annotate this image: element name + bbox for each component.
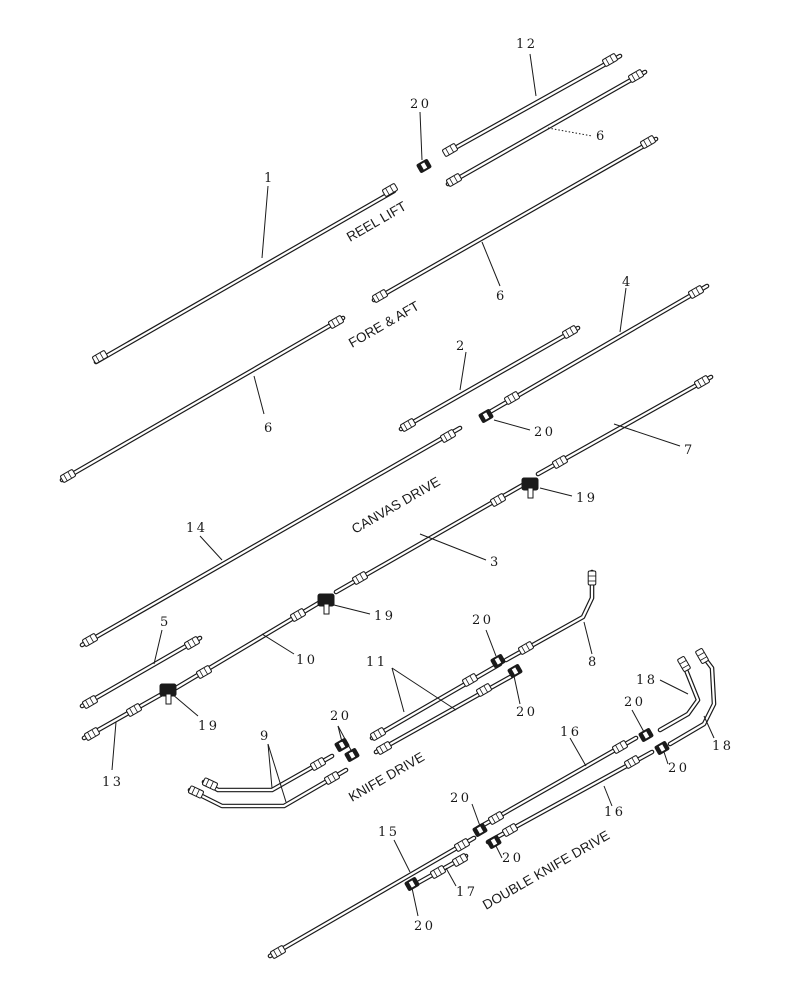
callout-12: 12 xyxy=(516,37,538,52)
tube-9-upper xyxy=(201,753,335,793)
callout-19-10: 19 xyxy=(198,719,220,734)
callout-7: 7 xyxy=(684,443,695,458)
callout-20-15: 20 xyxy=(414,919,436,934)
callout-20-18b: 20 xyxy=(668,761,690,776)
callout-4: 4 xyxy=(622,275,633,290)
callout-3: 3 xyxy=(490,555,501,570)
union-knife-lower xyxy=(344,747,360,763)
union-reel-lift xyxy=(416,158,432,174)
callout-14: 14 xyxy=(186,521,208,536)
callout-20-8a: 20 xyxy=(472,613,494,628)
callout-20-16a: 20 xyxy=(450,791,472,806)
callout-11: 11 xyxy=(366,655,388,670)
label-reel-lift: REEL LIFT xyxy=(344,198,409,244)
tube-8 xyxy=(503,569,595,663)
callout-8: 8 xyxy=(588,655,599,670)
callout-13: 13 xyxy=(102,775,124,790)
group-labels: REEL LIFT FORE & AFT CANVAS DRIVE KNIFE … xyxy=(344,198,612,912)
connectors xyxy=(159,158,670,892)
callout-20-18a: 20 xyxy=(624,695,646,710)
callout-5: 5 xyxy=(160,615,171,630)
union-18-upper xyxy=(638,727,654,743)
callout-2: 2 xyxy=(456,339,467,354)
label-knife-drive: KNIFE DRIVE xyxy=(346,749,427,804)
callout-20-16b: 20 xyxy=(502,851,524,866)
tee-fitting-3 xyxy=(317,593,335,615)
tee-fitting-canvas xyxy=(521,477,539,499)
tube-assemblies xyxy=(59,53,717,959)
callout-20-knife: 20 xyxy=(330,709,352,724)
callout-20-reel: 20 xyxy=(410,97,432,112)
callout-20-fore: 20 xyxy=(534,425,556,440)
callout-1: 1 xyxy=(264,171,275,186)
callout-16-upper: 16 xyxy=(560,725,582,740)
callout-16-lower: 16 xyxy=(604,805,626,820)
callout-numbers: 1 12 6 20 6 6 2 4 20 7 14 19 3 19 10 5 1… xyxy=(102,37,734,934)
callout-19-canvas: 19 xyxy=(576,491,598,506)
callout-6-middle: 6 xyxy=(496,289,507,304)
tee-fitting-10 xyxy=(159,683,177,705)
callout-10: 10 xyxy=(296,653,318,668)
label-fore-aft: FORE & AFT xyxy=(346,298,422,350)
callout-leaders xyxy=(111,53,715,917)
callout-18-upper: 18 xyxy=(636,673,658,688)
callout-20-8b: 20 xyxy=(516,705,538,720)
callout-15: 15 xyxy=(378,825,400,840)
callout-19-3: 19 xyxy=(374,609,396,624)
union-18-lower xyxy=(654,740,670,756)
callout-18-lower: 18 xyxy=(712,739,734,754)
callout-9: 9 xyxy=(260,729,271,744)
callout-6-upper: 6 xyxy=(596,129,607,144)
callout-17: 17 xyxy=(456,885,478,900)
callout-6-lower: 6 xyxy=(264,421,275,436)
